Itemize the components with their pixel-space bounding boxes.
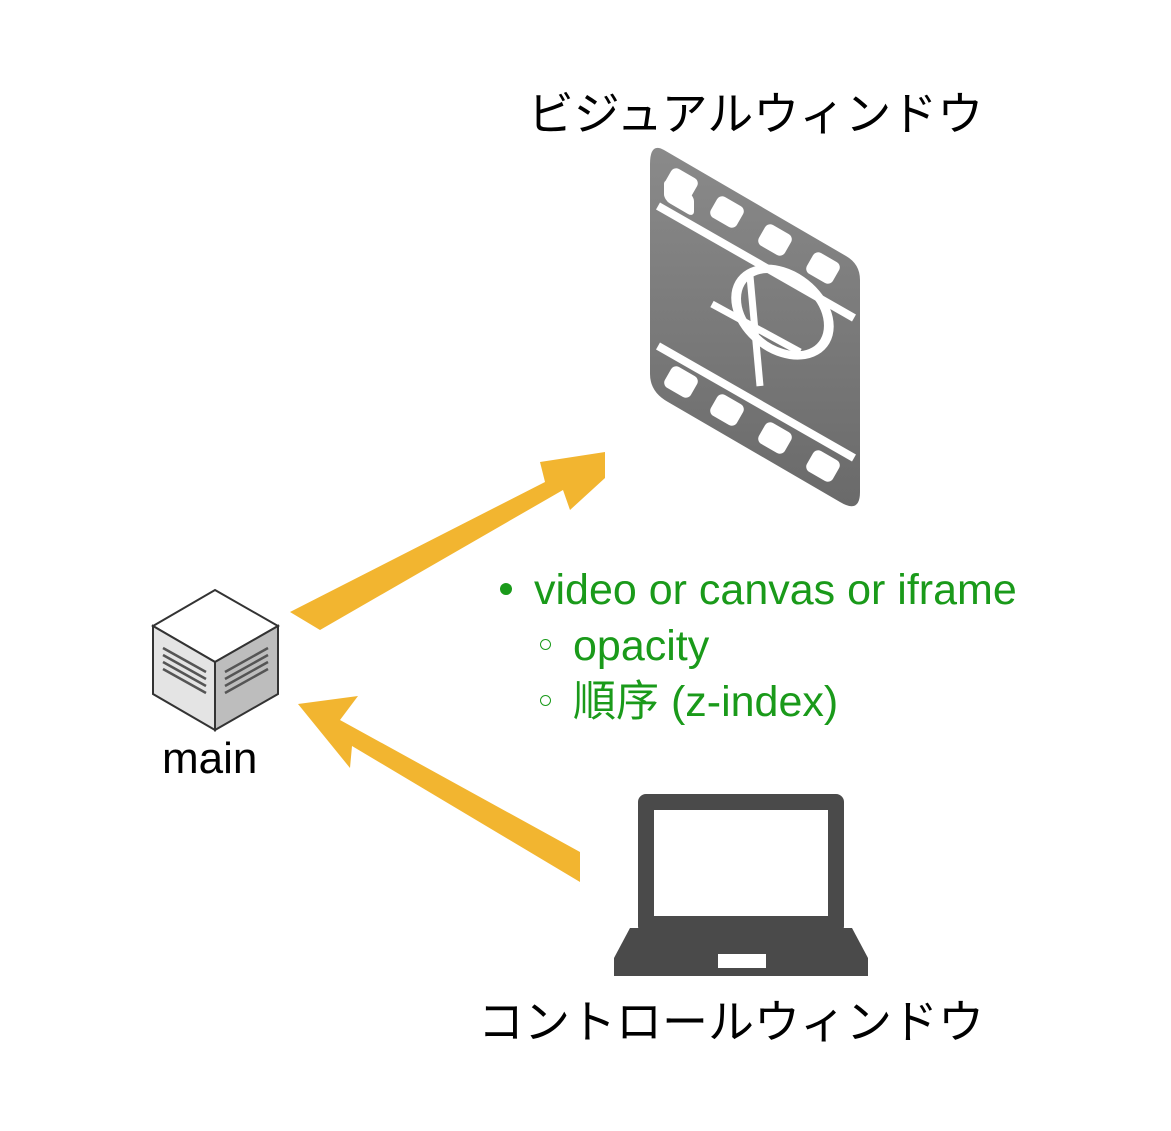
visual-window-title: ビジュアルウィンドウ <box>527 87 984 141</box>
laptop-icon <box>614 794 868 976</box>
note-subitem: 順序 (z-index) <box>500 674 1017 730</box>
bullet-circle-icon <box>540 639 551 651</box>
arrow-control-to-main <box>298 696 580 882</box>
main-node-label: main <box>162 734 258 783</box>
control-window-title: コントロールウィンドウ <box>478 995 984 1049</box>
server-cube-icon <box>151 588 281 732</box>
bullet-disc-icon <box>500 582 512 595</box>
note-subitem-text: 順序 (z-index) <box>573 678 839 726</box>
note-item: video or canvas or iframe <box>500 562 1017 618</box>
note-item-text: video or canvas or iframe <box>534 566 1017 614</box>
notes-list: video or canvas or iframe opacity 順序 (z-… <box>500 562 1017 730</box>
note-subitem: opacity <box>500 618 1017 674</box>
arrow-main-to-visual <box>290 452 605 630</box>
film-strip-icon <box>650 147 860 507</box>
note-subitem-text: opacity <box>573 622 710 670</box>
bullet-circle-icon <box>540 695 551 707</box>
